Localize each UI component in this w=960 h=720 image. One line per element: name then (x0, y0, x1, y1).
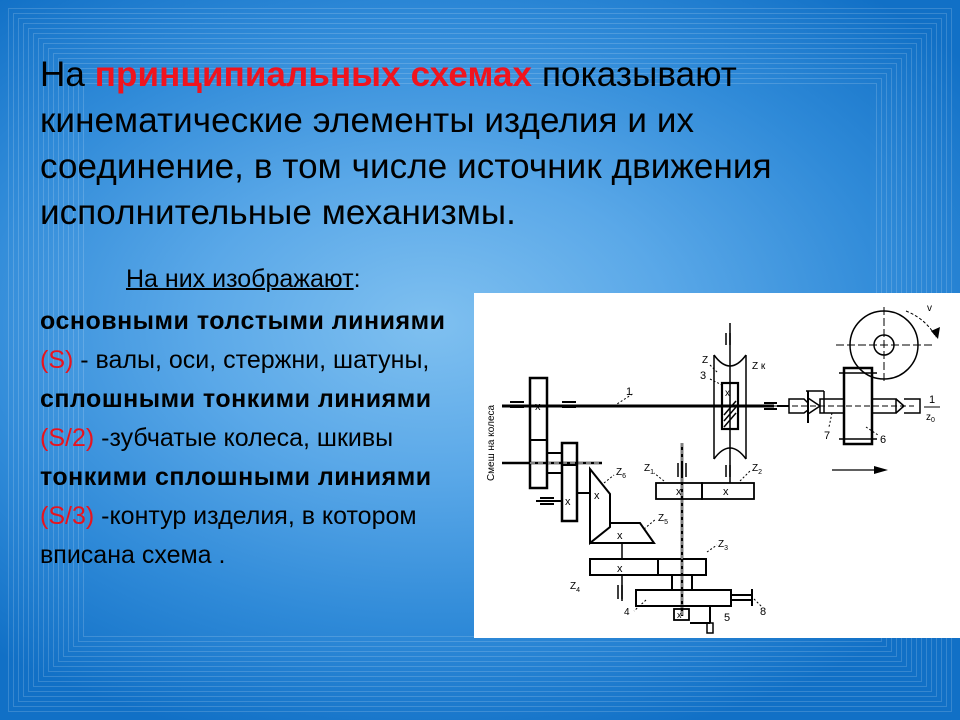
cross-mark: x (565, 496, 571, 508)
label-v: v (927, 303, 932, 314)
cross-mark: x (723, 486, 729, 498)
label-1: 1 (626, 386, 632, 398)
svg-text:Z1: Z1 (644, 463, 654, 476)
svg-text:Z4: Z4 (570, 581, 580, 594)
label-z3-sub: 3 (724, 545, 728, 552)
line-type-code: (S/3) (40, 502, 95, 530)
feed-arrow-icon (874, 466, 888, 474)
line-types-list: основными толстыми линиями (S) - валы, о… (40, 302, 470, 575)
intro-paragraph: На принципиальных схемах показывают кине… (40, 52, 840, 236)
line-type-desc: -контур изделия, в котором вписана схема… (40, 502, 417, 569)
kinematic-diagram-panel: Смеш на колеса 1 x x x x Z6 Z5 (474, 293, 960, 638)
intro-accent-term: принципиальных схемах (94, 55, 533, 94)
label-z: Z (702, 355, 708, 366)
label-4: 4 (624, 607, 630, 618)
intro-suffix: показывают кинематические элементы издел… (40, 55, 772, 232)
line-type-item: сплошными тонкими линиями (S/2) -зубчаты… (40, 380, 470, 458)
sub-heading: На них изображают: (126, 264, 361, 294)
line-type-desc: - валы, оси, стержни, шатуны, (73, 346, 430, 374)
svg-text:z0: z0 (926, 412, 935, 424)
label-ratio-den: z (926, 412, 931, 423)
label-7: 7 (824, 430, 830, 442)
label-8: 8 (760, 606, 766, 618)
label-z6: Z (616, 467, 622, 478)
cross-mark: x (617, 530, 623, 542)
label-3: 3 (700, 370, 706, 382)
label-z5-sub: 5 (664, 519, 668, 526)
label-z2-sub: 2 (758, 469, 762, 476)
label-zk: Z к (752, 361, 766, 372)
cross-mark: x (677, 610, 682, 620)
line-type-desc: -зубчатые колеса, шкивы (94, 424, 394, 452)
label-ratio-num: 1 (929, 394, 935, 406)
line-type-name: сплошными тонкими линиями (40, 385, 432, 413)
svg-text:Z5: Z5 (658, 513, 668, 526)
cross-mark: x (676, 486, 682, 498)
label-z1-sub: 1 (650, 469, 654, 476)
svg-text:Z6: Z6 (616, 467, 626, 480)
line-type-code: (S) (40, 346, 74, 374)
label-5: 5 (724, 612, 730, 624)
line-type-item: тонкими сплошными линиями (S/3) -контур … (40, 458, 470, 575)
label-z3: Z (718, 539, 724, 550)
slide-body: На принципиальных схемах показывают кине… (40, 52, 840, 236)
label-z5: Z (658, 513, 664, 524)
cross-mark: x (594, 490, 600, 502)
cross-mark: x (725, 388, 730, 399)
side-label: Смеш на колеса (486, 405, 497, 482)
label-z4: Z (570, 581, 576, 592)
label-z1: Z (644, 463, 650, 474)
kinematic-schematic: Смеш на колеса 1 x x x x Z6 Z5 (486, 303, 940, 634)
sub-heading-text: На них изображают (126, 265, 354, 293)
svg-text:Z2: Z2 (752, 463, 762, 476)
line-type-name: основными толстыми линиями (40, 307, 446, 335)
svg-text:Z3: Z3 (718, 539, 728, 552)
label-6: 6 (880, 434, 886, 446)
line-type-item: основными толстыми линиями (S) - валы, о… (40, 302, 470, 380)
label-ratio-sub: 0 (931, 417, 935, 424)
label-z4-sub: 4 (576, 587, 580, 594)
sub-heading-colon: : (353, 265, 361, 293)
cross-mark: x (617, 563, 623, 575)
label-z6-sub: 6 (622, 473, 626, 480)
label-z2: Z (752, 463, 758, 474)
intro-prefix: На (40, 55, 95, 94)
line-type-name: тонкими сплошными линиями (40, 463, 432, 491)
line-type-code: (S/2) (40, 424, 95, 452)
cross-mark: x (535, 401, 541, 413)
